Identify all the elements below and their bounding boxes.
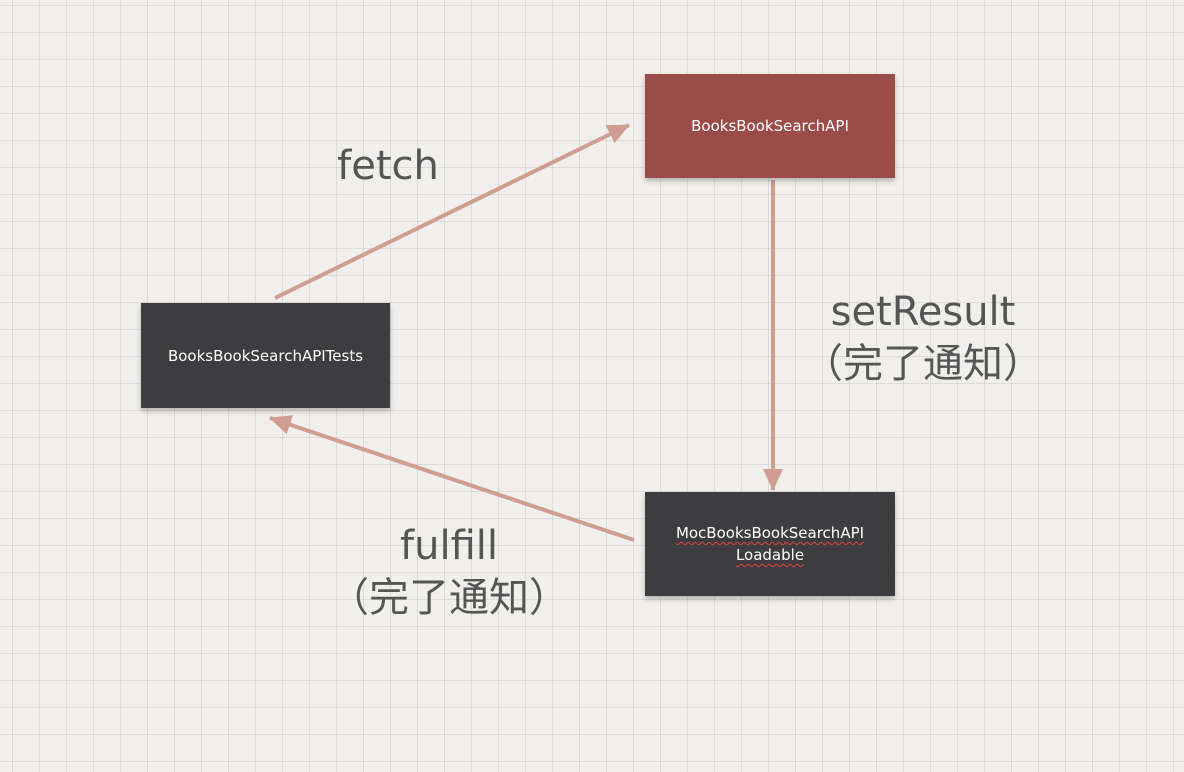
node-label: BooksBookSearchAPI xyxy=(691,117,849,135)
node-books-book-search-api: BooksBookSearchAPI xyxy=(645,74,895,178)
node-label: BooksBookSearchAPITests xyxy=(167,346,364,365)
node-moc-books-book-search-api-loadable: MocBooksBookSearchAPI Loadable xyxy=(645,492,895,596)
fetch-arrow xyxy=(274,123,630,300)
edge-label-fetch: fetch xyxy=(318,140,458,192)
edge-label-fulfill: fulfill （完了通知） xyxy=(318,520,580,624)
node-label-line2: Loadable xyxy=(735,546,805,564)
node-label-line1: MocBooksBookSearchAPI xyxy=(675,524,865,542)
fulfill-arrow xyxy=(269,415,635,542)
node-books-book-search-api-tests: BooksBookSearchAPITests xyxy=(141,303,390,408)
edge-label-line2: （完了通知） xyxy=(803,341,1043,387)
edge-label-line2: （完了通知） xyxy=(329,575,569,621)
edge-label-line1: setResult xyxy=(830,289,1016,335)
edge-label-line1: fulfill xyxy=(400,523,498,569)
edge-label-set-result: setResult （完了通知） xyxy=(792,286,1054,390)
edge-label-text: fetch xyxy=(337,143,439,189)
